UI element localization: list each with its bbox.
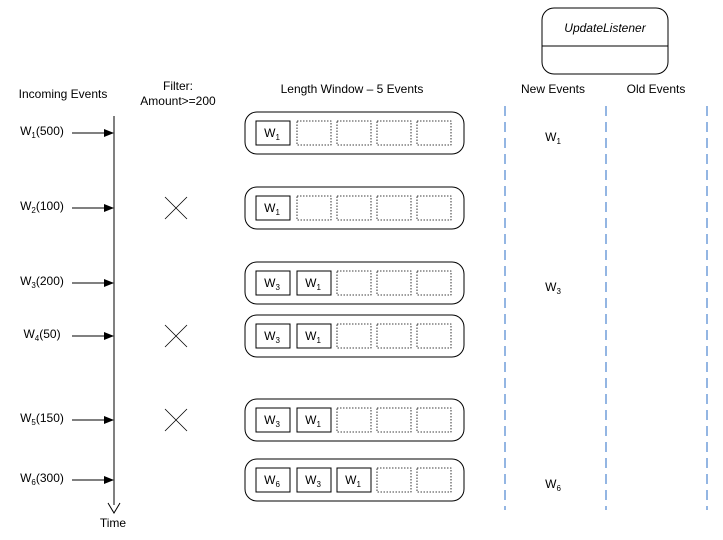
window-slot-event: W3 — [264, 329, 280, 345]
event-row: W3(200) W3 W1 W3 — [20, 261, 561, 305]
window-slot-empty — [416, 270, 452, 296]
window-slot-empty — [296, 195, 332, 221]
window-slot-empty — [416, 120, 452, 146]
window-slot-empty — [376, 323, 412, 349]
header-filter-condition: Amount>=200 — [140, 94, 216, 108]
window-slot-event: W1 — [264, 126, 280, 142]
window-slot-event: W1 — [305, 276, 321, 292]
incoming-event-label: W3(200) — [20, 274, 64, 290]
window-slot-filled — [255, 323, 291, 349]
window-slot-event: W6 — [264, 473, 280, 489]
window-slot-empty — [376, 270, 412, 296]
header-length-window: Length Window – 5 Events — [281, 82, 424, 96]
incoming-event-label: W1(500) — [20, 124, 64, 140]
window-slot-empty — [336, 407, 372, 433]
incoming-event-label: W4(50) — [23, 327, 60, 343]
window-slot-event: W3 — [264, 276, 280, 292]
update-listener-box: UpdateListener — [541, 7, 669, 75]
event-row: W2(100) W1 — [20, 186, 465, 230]
window-slot-empty — [416, 323, 452, 349]
window-slot-empty — [296, 120, 332, 146]
header-incoming-events: Incoming Events — [19, 87, 108, 101]
window-slot-empty — [416, 467, 452, 493]
window-slot-event: W1 — [305, 413, 321, 429]
window-slot-event: W1 — [305, 329, 321, 345]
window-slot-filled — [255, 270, 291, 296]
window-slot-event: W1 — [345, 473, 361, 489]
window-slot-filled — [255, 467, 291, 493]
filter-reject-icon — [164, 324, 188, 348]
new-event-label: W1 — [545, 130, 561, 146]
event-row: W5(150) W3 W1 — [20, 398, 465, 442]
window-slot-filled — [296, 323, 332, 349]
window-slot-empty — [416, 195, 452, 221]
incoming-event-label: W2(100) — [20, 199, 64, 215]
header-new-events: New Events — [521, 82, 585, 96]
window-slot-empty — [336, 270, 372, 296]
window-slot-filled — [296, 270, 332, 296]
window-slot-empty — [416, 407, 452, 433]
new-event-label: W6 — [545, 477, 561, 493]
event-row: W6(300) W6 W3 W1 W6 — [20, 458, 561, 502]
window-slot-event: W3 — [264, 413, 280, 429]
window-slot-filled — [255, 407, 291, 433]
window-slot-filled — [296, 407, 332, 433]
time-label: Time — [100, 516, 127, 530]
update-listener-label: UpdateListener — [564, 21, 646, 35]
window-slot-empty — [376, 195, 412, 221]
window-slot-filled — [255, 120, 291, 146]
event-row: W1(500) W1 W1 — [20, 111, 561, 155]
timeline-axis — [107, 116, 121, 514]
filter-reject-icon — [164, 196, 188, 220]
window-slot-empty — [376, 407, 412, 433]
window-slot-event: W1 — [264, 201, 280, 217]
header-old-events: Old Events — [627, 82, 686, 96]
incoming-event-label: W6(300) — [20, 471, 64, 487]
window-slot-empty — [336, 195, 372, 221]
window-slot-empty — [336, 323, 372, 349]
window-slot-filled — [296, 467, 332, 493]
new-event-label: W3 — [545, 280, 561, 296]
event-row: W4(50) W3 W1 — [23, 314, 465, 358]
window-slot-empty — [376, 120, 412, 146]
window-slot-event: W3 — [305, 473, 321, 489]
filter-reject-icon — [164, 408, 188, 432]
window-slot-filled — [255, 195, 291, 221]
window-slot-empty — [336, 120, 372, 146]
incoming-event-label: W5(150) — [20, 411, 64, 427]
header-filter-title: Filter: — [163, 79, 193, 93]
window-slot-filled — [336, 467, 372, 493]
window-slot-empty — [376, 467, 412, 493]
